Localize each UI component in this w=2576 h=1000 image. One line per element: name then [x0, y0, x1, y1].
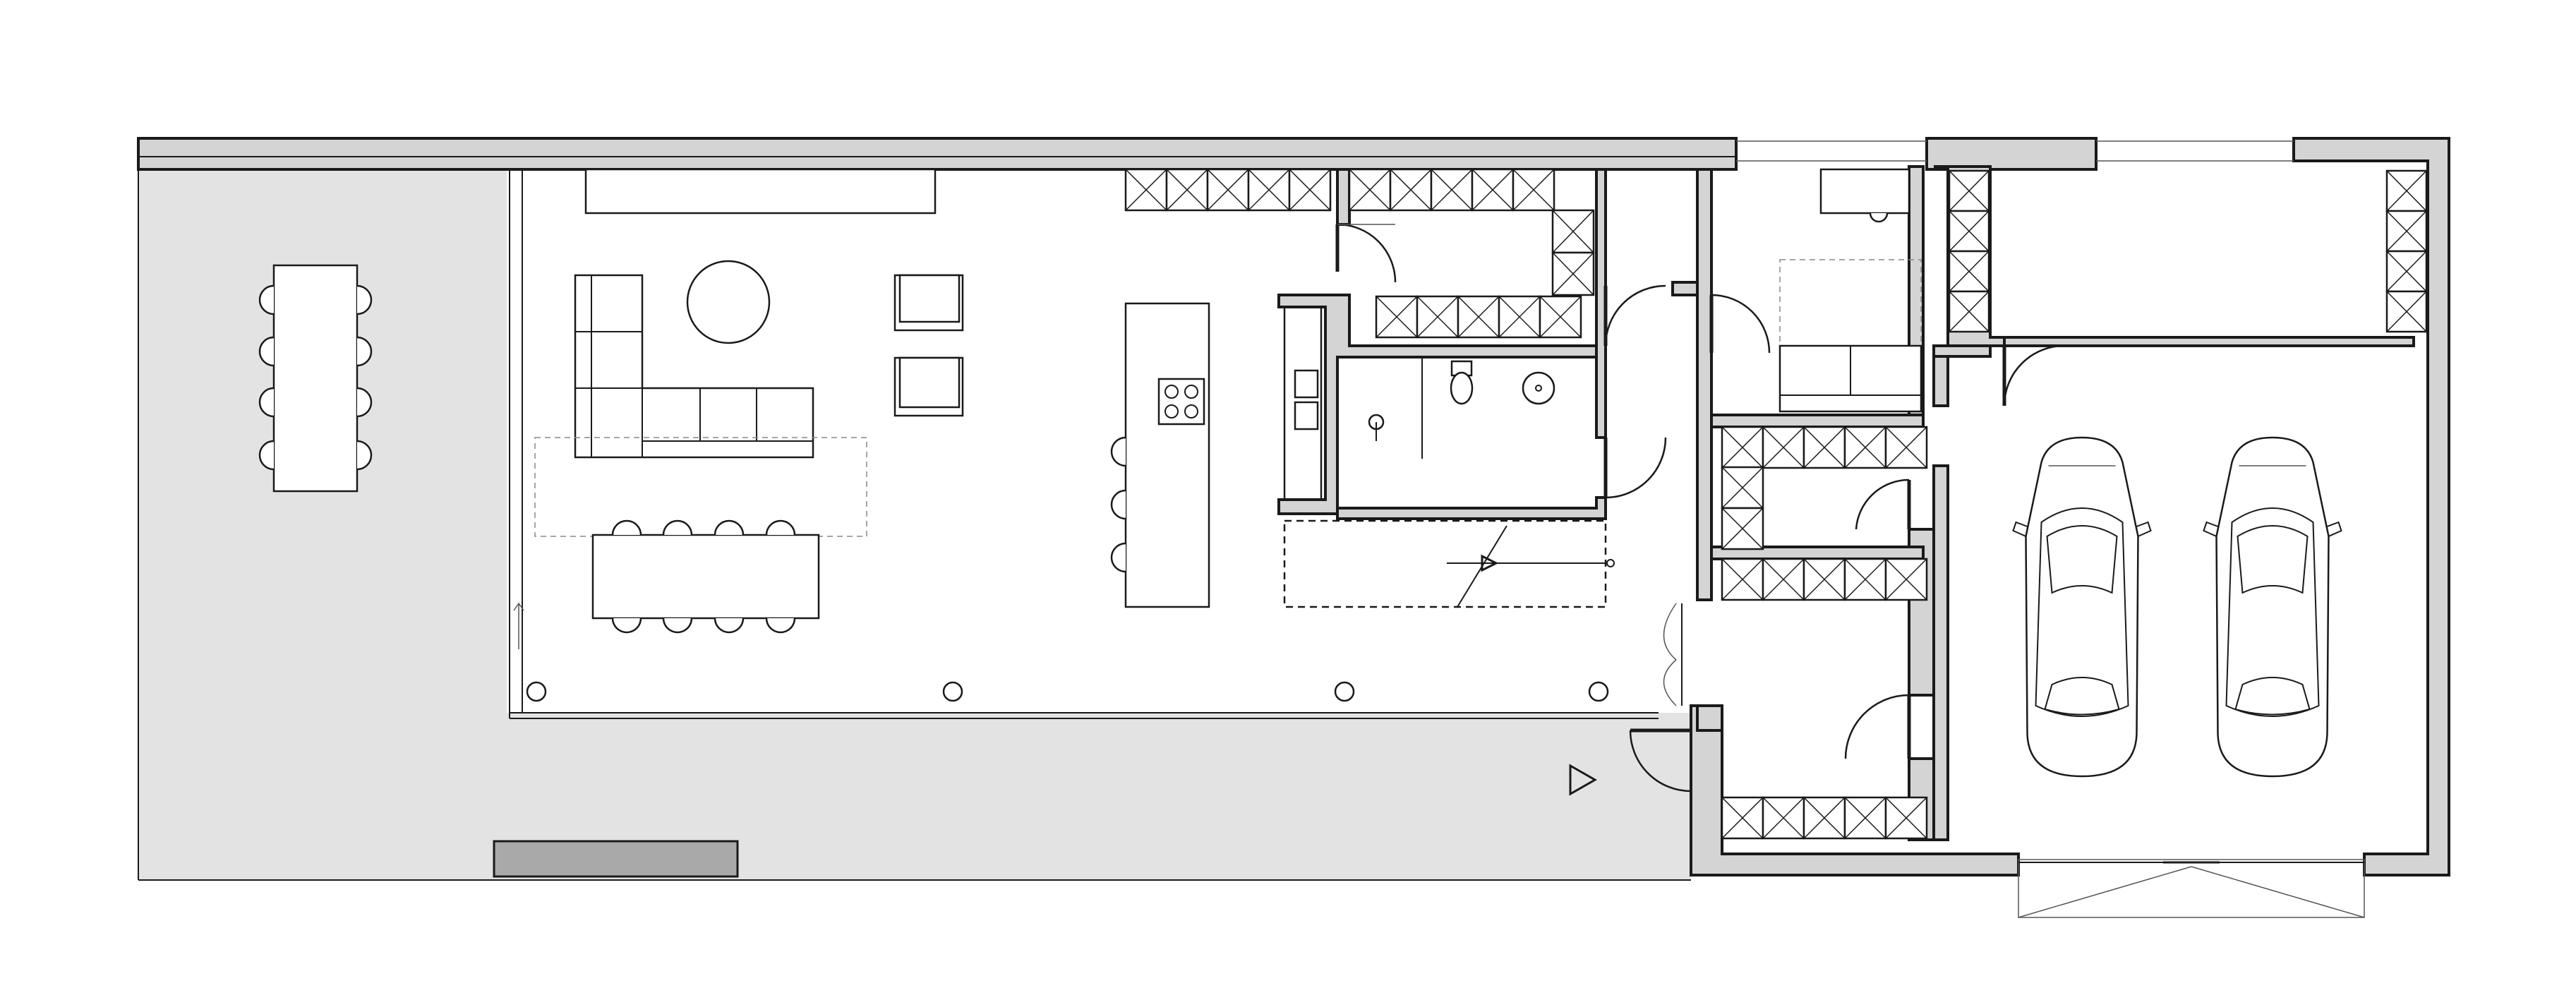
door-hall-kitchen	[1603, 284, 1666, 347]
cabinet-unit	[1762, 558, 1805, 601]
living-glazing	[509, 169, 1659, 719]
washbasin	[1522, 371, 1555, 405]
cabinet-unit	[1430, 168, 1474, 212]
car	[2012, 436, 2152, 778]
cabinet-unit	[1948, 169, 1990, 212]
cabinet-unit	[1288, 168, 1332, 212]
door-utility-lower	[1844, 694, 1911, 759]
cabinet-unit	[1843, 796, 1887, 840]
entrance	[1569, 603, 1683, 796]
cabinet-unit	[1551, 251, 1595, 296]
kitchen-island	[1110, 302, 1210, 608]
kitchen-sink-counter	[1283, 299, 1323, 510]
cabinet-unit	[1948, 250, 1990, 293]
shower	[1368, 357, 1423, 459]
entrance-sidelight	[1663, 603, 1683, 706]
garage-cabinets	[1948, 169, 2428, 333]
cabinet-unit	[2385, 169, 2428, 212]
cabinet-unit	[1762, 796, 1805, 840]
cabinet-unit	[1416, 295, 1459, 339]
sideboard	[584, 168, 937, 215]
doors	[1335, 223, 2065, 793]
cabinet-unit	[1802, 558, 1846, 601]
cabinet-unit	[1802, 796, 1846, 840]
bathroom-cabinets	[1348, 168, 1595, 339]
cabinet-unit	[1843, 558, 1887, 601]
door-entrance	[1629, 728, 1692, 793]
door-living-kitchen	[1335, 223, 1397, 283]
island-stools	[1110, 436, 1126, 573]
cabinet-unit	[2385, 210, 2428, 253]
living-dining-table	[591, 519, 820, 634]
cooktop	[1157, 378, 1205, 426]
cabinet-unit	[1948, 290, 1990, 333]
door-garage	[2002, 344, 2065, 406]
cabinet-unit	[1247, 168, 1291, 212]
cabinet-unit	[1721, 558, 1764, 601]
garden-bench	[493, 840, 739, 878]
coffee-table	[686, 260, 771, 344]
cabinet-unit	[1512, 168, 1555, 212]
cabinet-unit	[1375, 295, 1419, 339]
cabinet-unit	[1884, 796, 1928, 840]
exterior-walls	[137, 137, 2450, 876]
cabinet-unit	[1457, 295, 1500, 339]
entrance-arrow-icon	[1569, 764, 1598, 796]
armchairs	[893, 274, 964, 417]
cabinet-unit	[1206, 168, 1250, 212]
door-bathroom	[1603, 437, 1667, 499]
cabinet-unit	[1539, 295, 1582, 339]
sofa	[574, 274, 814, 459]
bed-outline	[1779, 259, 1922, 412]
cabinet-unit	[1884, 558, 1928, 601]
stair-direction-arrow-icon	[1481, 554, 1499, 572]
garage	[1948, 169, 2428, 918]
kitchen-upper-cabinets	[1124, 168, 1332, 212]
cabinet-unit	[2385, 250, 2428, 293]
car	[2203, 436, 2342, 778]
stairs	[1283, 519, 1615, 608]
cabinet-unit	[1124, 168, 1168, 212]
door-utility-upper	[1855, 478, 1911, 530]
bedroom	[1778, 168, 1922, 413]
garage-door	[2018, 859, 2365, 918]
cabinet-unit	[1884, 426, 1928, 469]
hallway-cabinets	[1721, 426, 1928, 840]
cabinet-unit	[1471, 168, 1515, 212]
living-dining-chairs	[611, 519, 796, 634]
living-room	[534, 168, 964, 634]
cabinet-unit	[1948, 210, 1990, 253]
terrace-dining-table	[258, 264, 373, 493]
facade-columns	[526, 681, 1609, 702]
kitchen	[1110, 168, 1332, 608]
garage-cars	[2012, 436, 2342, 778]
cabinet-unit	[1721, 507, 1764, 550]
door-bedroom	[1709, 294, 1771, 354]
bathroom	[1277, 168, 1607, 520]
cabinet-unit	[1802, 426, 1846, 469]
cabinet-unit	[1389, 168, 1433, 212]
cabinet-unit	[1165, 168, 1209, 212]
cabinet-unit	[1843, 426, 1887, 469]
cabinet-unit	[1721, 796, 1764, 840]
terrace	[138, 166, 1691, 881]
cabinet-unit	[1762, 426, 1805, 469]
cabinet-unit	[1551, 209, 1595, 254]
cabinet-unit	[1348, 168, 1392, 212]
cabinet-unit	[1721, 426, 1764, 469]
desk	[1819, 168, 1910, 223]
cabinet-unit	[1721, 466, 1764, 510]
cabinet-unit	[1498, 295, 1541, 339]
terrace-dining-chairs	[258, 284, 373, 471]
cabinet-unit	[2385, 290, 2428, 333]
toilet	[1450, 360, 1474, 405]
